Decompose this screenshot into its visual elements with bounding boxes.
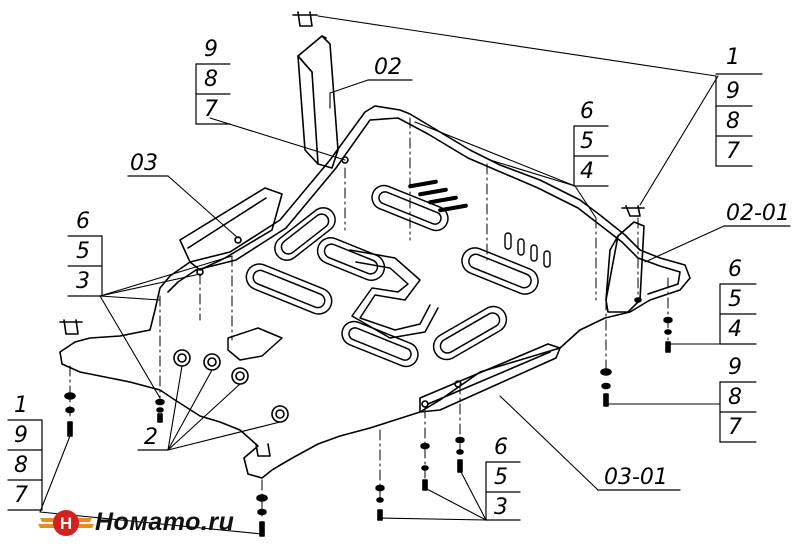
homato-logo-text: Номато.ru bbox=[95, 508, 235, 536]
callout-bottom-mid-3: 3 bbox=[494, 495, 508, 520]
callout-top-right-8: 8 bbox=[726, 109, 740, 134]
stamped-ribs bbox=[227, 184, 539, 368]
callout-left-5: 5 bbox=[76, 239, 90, 264]
callout-top-left-8: 8 bbox=[204, 67, 218, 92]
callout-top-right-1: 1 bbox=[726, 45, 740, 70]
callout-left-3: 3 bbox=[76, 269, 90, 294]
vent-slots bbox=[408, 179, 468, 213]
callout-bottom-left-8: 8 bbox=[14, 453, 28, 478]
side-plate-03-01 bbox=[419, 343, 561, 413]
label-bracket-02-01: 02-01 bbox=[726, 201, 790, 226]
callout-bottom-mid-5: 5 bbox=[494, 465, 508, 490]
callout-right-a-4: 4 bbox=[728, 317, 742, 342]
label-grommets-2: 2 bbox=[144, 425, 158, 450]
label-side-plate-03-01: 03-01 bbox=[604, 465, 668, 490]
callout-top-right-7: 7 bbox=[726, 139, 740, 164]
assembly-axes bbox=[69, 117, 669, 521]
callout-right-a-6: 6 bbox=[728, 257, 742, 282]
homato-logo-icon: H bbox=[38, 510, 94, 536]
callout-boxes bbox=[7, 63, 791, 521]
callout-right-a-5: 5 bbox=[728, 287, 742, 312]
callout-top-right-9: 9 bbox=[726, 79, 740, 104]
callout-top-left-9: 9 bbox=[204, 37, 218, 62]
bolt-bottom-ear bbox=[255, 443, 271, 457]
callout-bottom-left-9: 9 bbox=[14, 423, 28, 448]
svg-text:H: H bbox=[60, 514, 72, 533]
bolt-left-ear bbox=[59, 319, 83, 335]
callout-labels: 1 9 8 7 9 8 7 6 5 4 6 5 3 6 5 4 9 8 7 1 … bbox=[14, 37, 790, 520]
side-slots bbox=[504, 232, 551, 268]
callout-left-6: 6 bbox=[76, 209, 90, 234]
callout-mid-right-4: 4 bbox=[580, 159, 594, 184]
callout-mid-right-5: 5 bbox=[580, 129, 594, 154]
callout-top-left-7: 7 bbox=[204, 97, 218, 122]
callout-bottom-left-1: 1 bbox=[14, 393, 28, 418]
callout-right-b-8: 8 bbox=[728, 385, 742, 410]
bolt-top-left bbox=[292, 11, 318, 27]
bracket-02 bbox=[297, 35, 349, 169]
callout-right-b-9: 9 bbox=[728, 355, 742, 380]
label-bracket-02: 02 bbox=[374, 55, 402, 80]
callout-bottom-mid-6: 6 bbox=[494, 435, 508, 460]
callout-bottom-left-7: 7 bbox=[14, 483, 28, 508]
callout-mid-right-6: 6 bbox=[580, 99, 594, 124]
label-side-plate-03: 03 bbox=[130, 151, 158, 176]
fastener-stacks bbox=[64, 297, 673, 537]
callout-right-b-7: 7 bbox=[728, 415, 742, 440]
leader-lines bbox=[39, 15, 725, 535]
skid-plate-inner-edge bbox=[167, 117, 681, 295]
